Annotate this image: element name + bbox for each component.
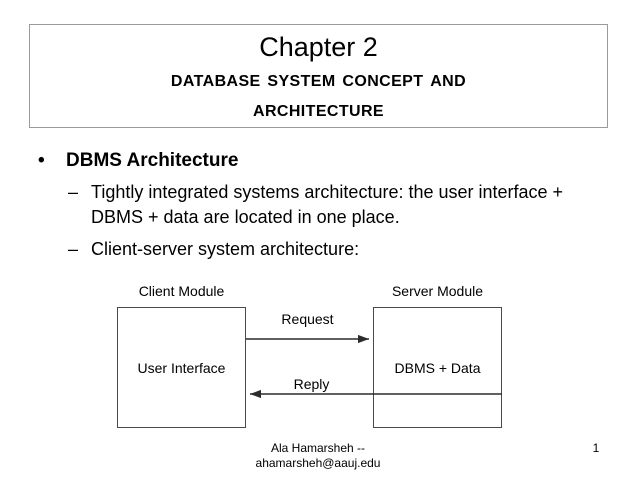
- bullet-marker-dot: •: [38, 150, 45, 171]
- bullet-text: DBMS Architecture: [66, 150, 239, 171]
- bullet-text: Tightly integrated systems architecture:…: [91, 182, 564, 227]
- slide-page-number: 1: [592, 441, 600, 455]
- bullet-marker-dash: –: [68, 182, 79, 202]
- slide-footer: Ala Hamarsheh -- ahamarsheh@aauj.edu: [218, 441, 418, 471]
- server-module-box-text: DBMS + Data: [394, 359, 481, 376]
- server-module-box: DBMS + Data: [373, 307, 502, 428]
- reply-arrow-label: Reply: [293, 376, 330, 392]
- client-module-box-text: User Interface: [137, 359, 226, 376]
- footer-author: Ala Hamarsheh --: [270, 441, 366, 455]
- client-module-box: User Interface: [117, 307, 246, 428]
- slide-title-sub-line2: Architecture: [252, 95, 385, 121]
- server-module-label: Server Module: [391, 283, 484, 299]
- bullet-item-level1: • DBMS Architecture: [0, 148, 640, 174]
- slide-title-main: Chapter 2: [259, 32, 378, 62]
- bullet-marker-dash: –: [68, 239, 79, 259]
- slide-title-box: Chapter 2 Database System Concept And Ar…: [29, 24, 608, 128]
- request-arrow-label: Request: [281, 311, 334, 327]
- footer-email: ahamarsheh@aauj.edu: [255, 456, 381, 470]
- slide-title-sub-line1: Database System Concept And: [170, 65, 467, 91]
- slide-bullet-list: • DBMS Architecture – Tightly integrated…: [0, 148, 640, 269]
- bullet-text: Client-server system architecture:: [91, 239, 360, 259]
- bullet-item-level2: – Tightly integrated systems architectur…: [0, 180, 640, 230]
- bullet-item-level2: – Client-server system architecture:: [0, 237, 640, 262]
- client-module-label: Client Module: [138, 283, 225, 299]
